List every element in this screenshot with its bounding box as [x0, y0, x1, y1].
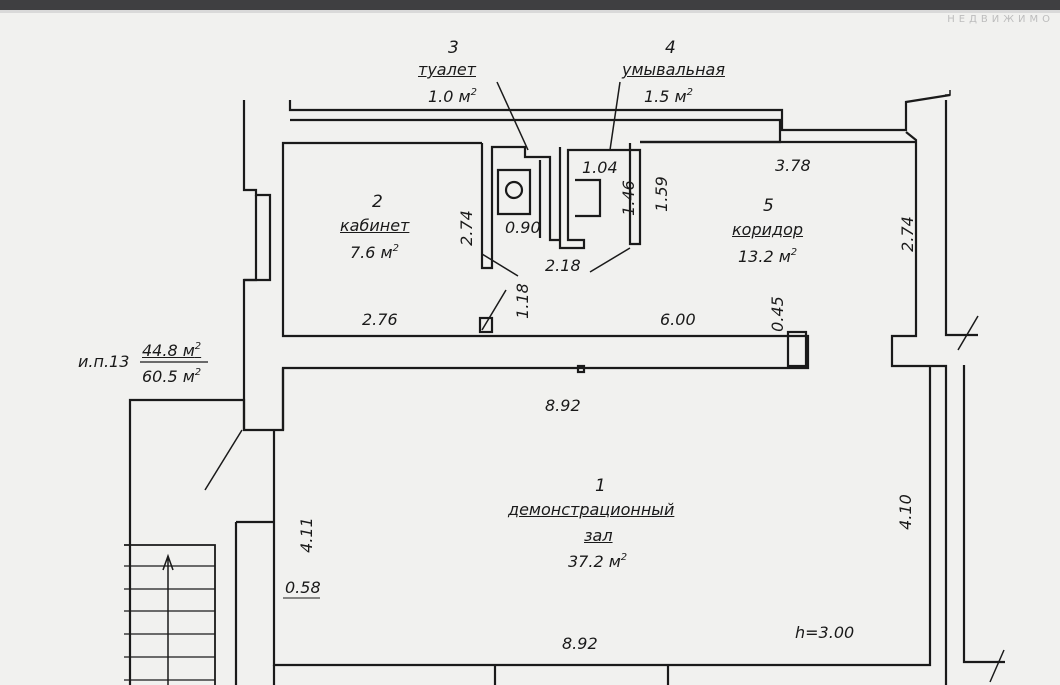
pointer-corner — [945, 90, 951, 96]
room2-area-wrap: 7.6 м2 — [350, 244, 399, 261]
room4-area-wrap: 1.5 м2 — [644, 88, 693, 105]
stair-enclosure — [124, 544, 216, 685]
door-swing-wash — [589, 247, 631, 273]
room1-name-line1: демонстрационный — [508, 500, 675, 519]
wall-marker — [576, 364, 586, 374]
room2-area: 7.6 м — [350, 243, 393, 262]
break-line-right-2 — [989, 649, 1005, 683]
room3-area-sup: 2 — [470, 87, 477, 98]
door-swing-hall — [204, 429, 243, 491]
stair-arrow — [162, 553, 174, 685]
door-swing-wc — [481, 253, 519, 277]
dim-2-18: 2.18 — [545, 256, 581, 275]
wall-stair-pillar — [234, 520, 274, 685]
room5-number: 5 — [763, 196, 774, 216]
dim-4-11: 4.11 — [296, 517, 316, 553]
outer-wall-top-line — [288, 93, 951, 132]
wall-wc-left — [480, 143, 560, 270]
wall-right-outer — [944, 100, 1005, 664]
room4-number: 4 — [665, 38, 676, 58]
room1-area-sup: 2 — [620, 552, 628, 563]
top-bar-divider — [0, 10, 1060, 13]
summary-area-top-sup: 2 — [194, 341, 202, 352]
room5-area-wrap: 13.2 м2 — [738, 248, 797, 265]
wall-stub — [786, 330, 808, 368]
room2-number: 2 — [372, 192, 383, 212]
wall-left-lower — [128, 398, 246, 685]
dim-1-46: 1.46 — [618, 180, 638, 216]
wall-hall-left — [272, 366, 932, 667]
dim-0-45: 0.45 — [767, 296, 787, 332]
room3-area-wrap: 1.0 м2 — [428, 88, 477, 105]
dim-2-74-right: 2.74 — [897, 216, 917, 252]
wall-wc-sink — [538, 160, 602, 238]
summary-area-top: 44.8 м — [142, 341, 195, 360]
summary-area-top-wrap: 44.8 м2 — [142, 342, 201, 359]
pointer-room4 — [609, 81, 621, 151]
summary-label: и.п.13 — [78, 352, 130, 371]
dim-1-04: 1.04 — [582, 158, 618, 177]
room1-number: 1 — [595, 476, 606, 496]
room3-number: 3 — [448, 38, 459, 58]
dim-2-76: 2.76 — [362, 310, 398, 329]
ceiling-height: h=3.00 — [795, 623, 855, 642]
room4-name: умывальная — [622, 60, 725, 79]
room5-area: 13.2 м — [738, 247, 791, 266]
dim-8-92-top: 8.92 — [545, 396, 581, 415]
break-line-right-1 — [957, 315, 979, 351]
stair-steps — [124, 565, 215, 681]
dim-4-10: 4.10 — [895, 494, 915, 530]
wall-right-upper — [890, 131, 948, 685]
dim-0-90: 0.90 — [505, 218, 541, 237]
room3-area: 1.0 м — [428, 87, 471, 106]
pointer-room3 — [496, 81, 529, 151]
dim-1-59: 1.59 — [651, 176, 671, 212]
dim-1-18: 1.18 — [512, 283, 532, 319]
room3-name: туалет — [418, 60, 476, 79]
room2-name: кабинет — [340, 216, 410, 235]
dim-0-58: 0.58 — [285, 578, 321, 597]
toilet-fixture — [496, 168, 532, 216]
door-swing-office — [481, 289, 507, 331]
top-bar — [0, 0, 1060, 10]
watermark: НЕДВИЖИМО — [947, 14, 1054, 25]
wall-left-side — [244, 195, 258, 282]
room2-area-sup: 2 — [392, 243, 399, 254]
dim-6-00: 6.00 — [660, 310, 696, 329]
column-marker — [478, 316, 494, 334]
dim-3-78: 3.78 — [775, 156, 811, 175]
room1-area-wrap: 37.2 м2 — [568, 553, 627, 570]
room4-area-sup: 2 — [686, 87, 693, 98]
room1-name-line2: зал — [584, 526, 613, 545]
room4-area: 1.5 м — [644, 87, 687, 106]
wall-upper-top — [290, 118, 782, 144]
summary-area-bottom-sup: 2 — [194, 367, 202, 378]
summary-area-bottom-wrap: 60.5 м2 — [142, 368, 201, 385]
dim-8-92-bottom: 8.92 — [562, 634, 598, 653]
wall-hall-bottom — [272, 665, 670, 685]
room5-area-sup: 2 — [790, 247, 798, 258]
wall-wc-right — [558, 143, 642, 250]
room5-name: коридор — [732, 220, 804, 239]
dim-2-74-left: 2.74 — [456, 210, 476, 246]
toilet-bowl — [504, 180, 524, 200]
summary-area-bottom: 60.5 м — [142, 367, 195, 386]
room1-area: 37.2 м — [568, 552, 621, 571]
